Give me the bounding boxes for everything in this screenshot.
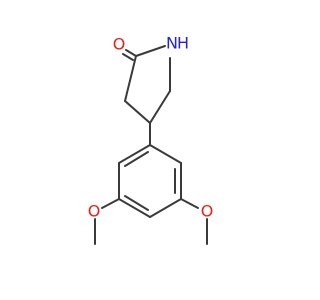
amide-hydrogen-label: H: [177, 34, 189, 53]
bond-n1-c2: [135, 45, 166, 57]
bond-c2-c3: [124, 55, 137, 102]
methoxy-oxygen-right-label: O: [201, 202, 214, 221]
bond-ar1-ar2-inner: [124, 151, 149, 167]
bond-c2-o-a: [125, 49, 137, 57]
amide-nitrogen-label: N: [166, 34, 178, 53]
carbonyl-oxygen-label: O: [113, 35, 126, 54]
bond-ar4-ar5: [149, 198, 182, 218]
atom-labels: O N H O O: [88, 34, 214, 221]
bond-ar6-ar1: [149, 144, 182, 164]
bond-c2-o-b: [122, 53, 134, 61]
bond-ar3-ar4-inner: [124, 195, 149, 211]
bond-ar5-o-right: [180, 198, 199, 209]
bond-c4-c5: [149, 90, 171, 124]
bonds: [94, 45, 208, 245]
bond-c3-c4: [124, 100, 151, 124]
molecule-canvas: O N H O O: [87, 33, 214, 245]
bond-ar1-ar2: [118, 144, 151, 164]
bond-ar3-o-left: [101, 198, 120, 209]
bond-ar3-ar4: [118, 198, 151, 218]
methoxy-oxygen-left-label: O: [88, 202, 101, 221]
structure-diagram: O N H O O: [88, 34, 214, 245]
